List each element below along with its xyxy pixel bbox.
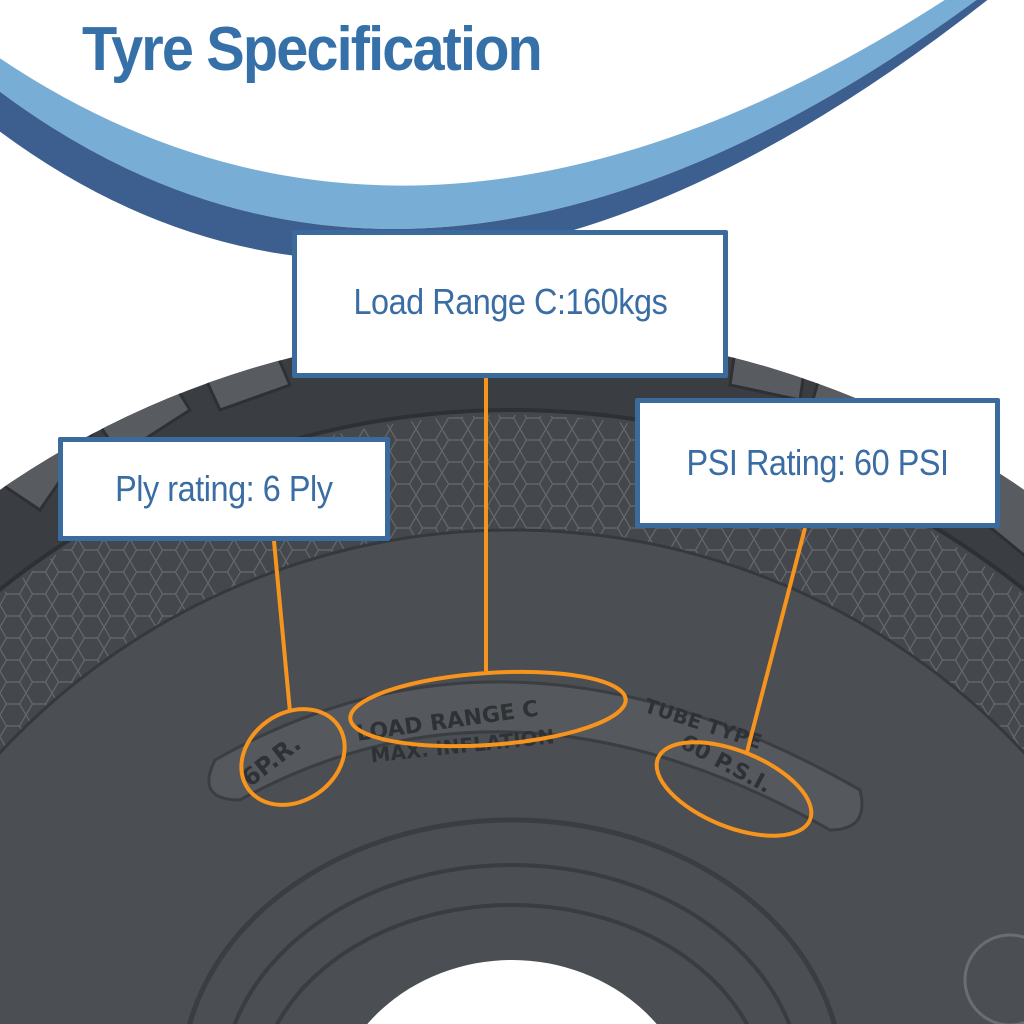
callout-load-range: Load Range C:160kgs bbox=[292, 230, 728, 378]
callout-ply-rating: Ply rating: 6 Ply bbox=[58, 437, 390, 541]
highlight-ellipse-ply bbox=[239, 707, 347, 807]
header-arc bbox=[0, 0, 988, 261]
sidewall-label-band bbox=[207, 680, 864, 832]
callout-ply-rating-label: Ply rating: 6 Ply bbox=[115, 468, 333, 509]
highlight-ellipse-psi bbox=[654, 740, 814, 838]
page-title: Tyre Specification bbox=[82, 15, 543, 84]
callout-psi-rating-label: PSI Rating: 60 PSI bbox=[686, 442, 949, 483]
leader-annotations bbox=[239, 378, 814, 838]
callout-load-range-label: Load Range C:160kgs bbox=[353, 281, 667, 322]
highlight-ellipse-load bbox=[348, 669, 628, 749]
leader-line-psi bbox=[745, 527, 807, 753]
leader-line-ply bbox=[272, 540, 292, 713]
manufacturer-logo-icon bbox=[963, 933, 1024, 1024]
callout-psi-rating: PSI Rating: 60 PSI bbox=[635, 398, 1000, 528]
